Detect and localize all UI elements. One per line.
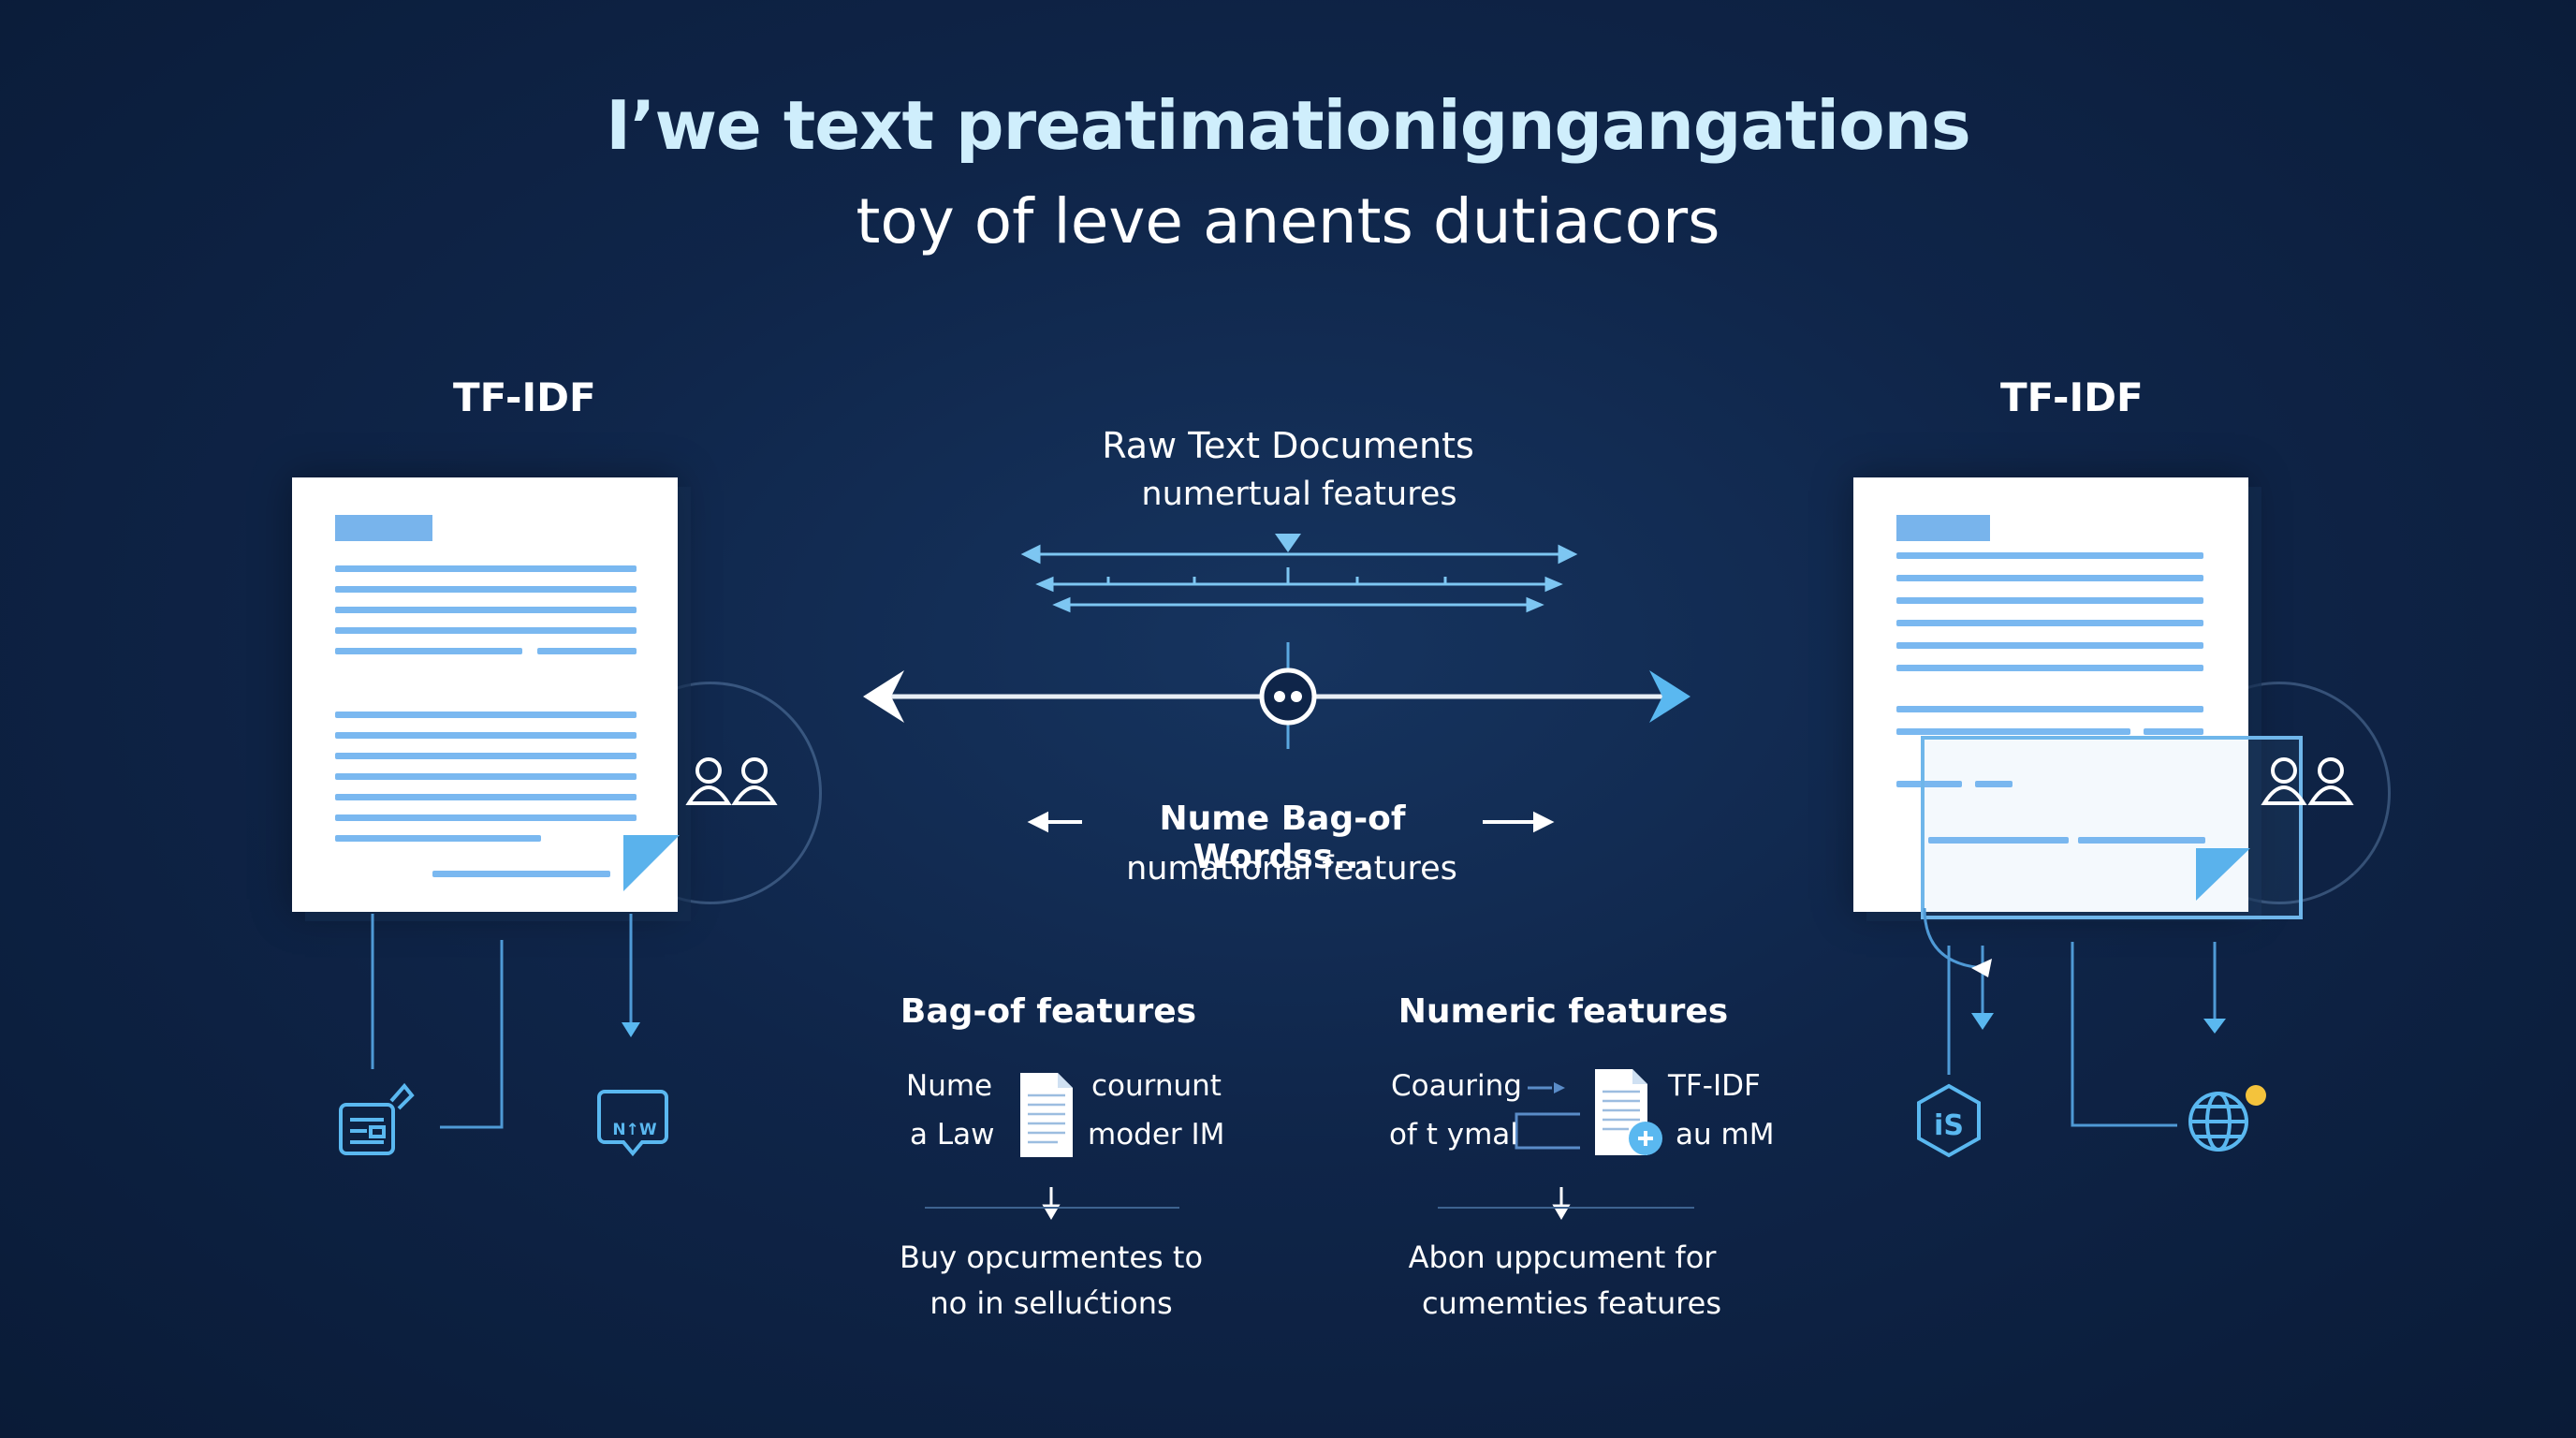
right-document xyxy=(1853,477,2248,912)
bag-document-icon xyxy=(1020,1073,1073,1157)
left-fold-corner xyxy=(623,835,680,891)
right-connectors xyxy=(1923,907,2217,1127)
right-connector-arrowhead-1 xyxy=(1971,1013,1994,1030)
left-connector-arrowhead xyxy=(622,1022,640,1037)
numeric-right-line-2: au mM xyxy=(1676,1118,1775,1152)
diagram-title: I’we text preatimationigngangations xyxy=(606,86,1970,165)
numeric-down-arrow xyxy=(1552,1187,1571,1220)
main-axis-left-arrow xyxy=(863,670,904,723)
bag-of-words-label: Nume Bag-of Wordss... xyxy=(1159,800,1406,876)
bag-footer-line-2: no in sellućtions xyxy=(929,1285,1173,1321)
bag-of-words-sublabel: numational features xyxy=(1126,850,1457,888)
raw-documents-sublabel: numertual features xyxy=(1141,476,1457,513)
left-column-title: TF-IDF xyxy=(453,374,596,420)
numeric-right-line-1: TF-IDF xyxy=(1668,1069,1761,1103)
new-badge-text: N↑W xyxy=(612,1121,656,1139)
document-chart-icon xyxy=(339,1082,415,1155)
globe-gear-icon xyxy=(2188,1092,2248,1152)
left-users-icon xyxy=(685,757,778,805)
numeric-left-line-2: of t ymal xyxy=(1389,1118,1518,1152)
main-axis-node xyxy=(1259,668,1317,726)
numeric-connectors xyxy=(1515,1086,1580,1150)
main-axis xyxy=(863,642,1690,749)
main-axis-right-arrow xyxy=(1649,670,1690,723)
numeric-document-icon xyxy=(1595,1069,1662,1155)
right-column-title: TF-IDF xyxy=(2000,374,2144,420)
selection-frame xyxy=(1921,736,2303,919)
right-curve-arrowhead xyxy=(1971,959,1992,977)
bag-left-line-1: Nume xyxy=(906,1069,993,1103)
raw-documents-label: Raw Text Documents xyxy=(1102,425,1474,466)
bag-right-line-1: cournunt xyxy=(1091,1069,1222,1103)
bag-label-arrows xyxy=(1027,811,1555,833)
right-users-icon xyxy=(2261,757,2354,805)
new-badge-icon xyxy=(597,1090,668,1157)
numeric-section-title: Numeric features xyxy=(1398,992,1729,1031)
raw-axis-group xyxy=(1020,534,1578,613)
js-hexagon-text: iS xyxy=(1934,1109,1964,1142)
bag-right-line-2: moder IM xyxy=(1088,1118,1225,1152)
right-connector-arrowhead-2 xyxy=(2203,1019,2226,1034)
numeric-left-line-1: Coauring xyxy=(1391,1069,1522,1103)
bag-left-line-2: a Law xyxy=(910,1118,995,1152)
bag-down-arrow xyxy=(1042,1187,1061,1220)
globe-gear-sun xyxy=(2246,1085,2266,1106)
right-fold-corner xyxy=(2196,848,2250,901)
bag-section-title: Bag-of features xyxy=(900,992,1197,1031)
diagram-subtitle: toy of leve anents dutiacors xyxy=(856,185,1720,257)
js-hexagon-icon xyxy=(1917,1083,1981,1158)
raw-axis-marker xyxy=(1275,534,1301,552)
left-document xyxy=(292,477,678,912)
numeric-footer-line-2: cumemties features xyxy=(1421,1285,1722,1321)
left-connectors xyxy=(371,914,633,1129)
bag-footer-line-1: Buy opcurmentes to xyxy=(899,1240,1204,1275)
numeric-footer-line-1: Abon uppcument for xyxy=(1408,1240,1717,1275)
